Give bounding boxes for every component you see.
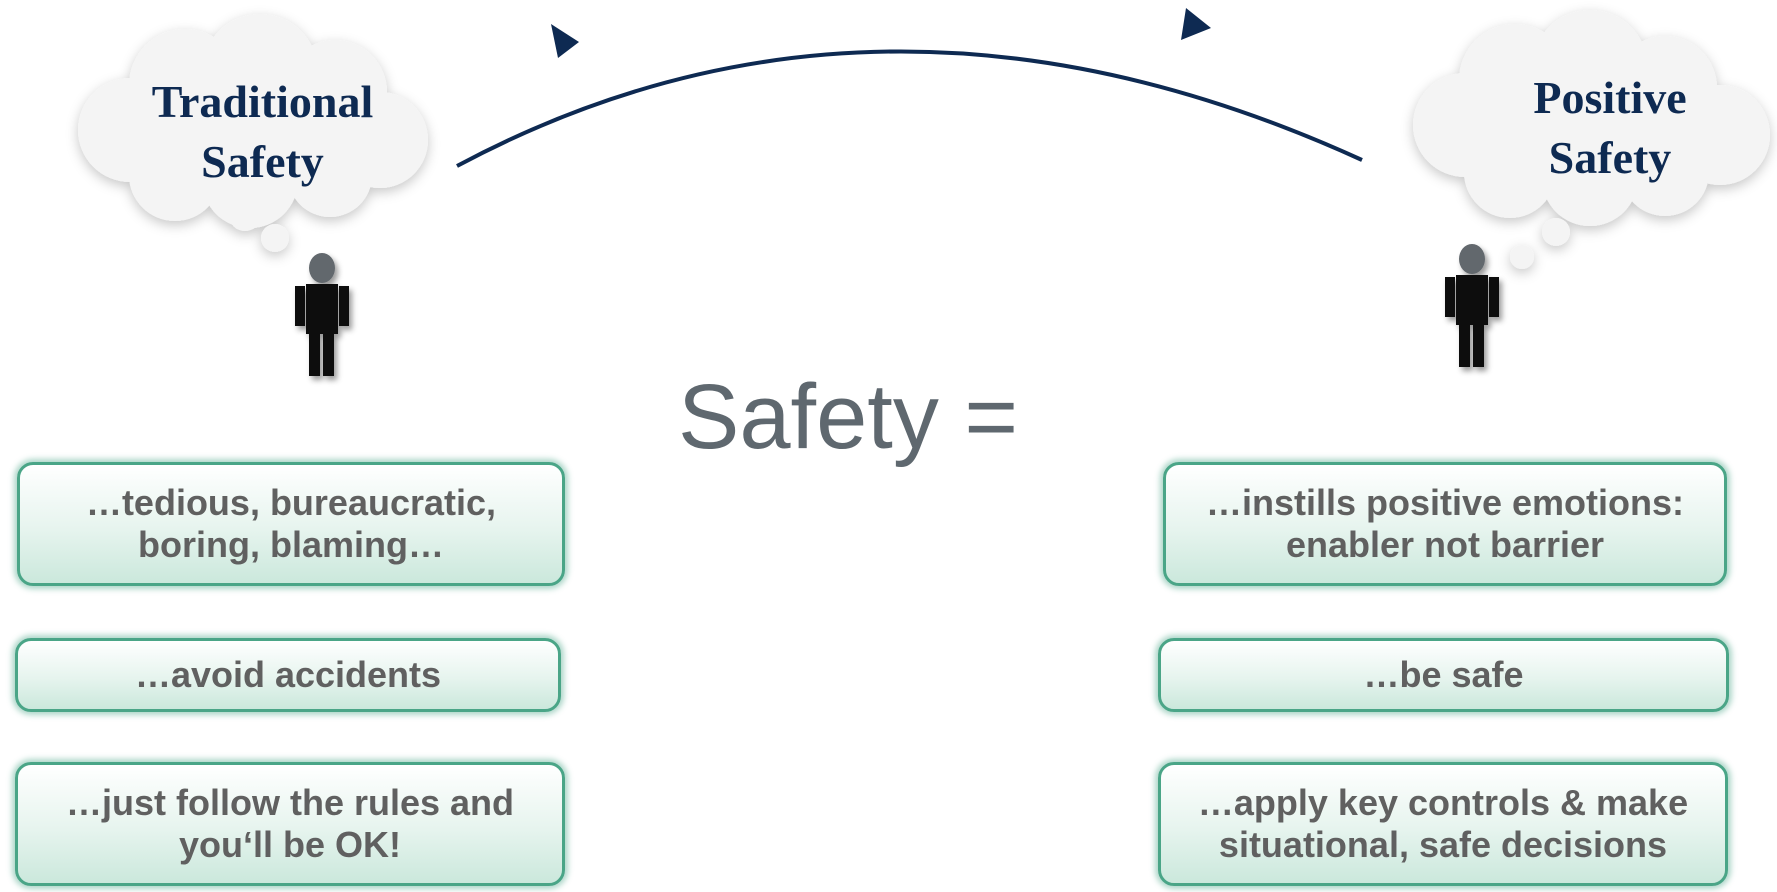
right-box-2-line1: …be safe bbox=[1363, 654, 1524, 695]
left-thought-cloud-icon bbox=[78, 14, 428, 252]
right-arrowhead-icon bbox=[1181, 8, 1211, 40]
right-box-2: …be safe bbox=[1158, 638, 1729, 712]
right-box-3-line1: …apply key controls & make bbox=[1197, 782, 1689, 823]
left-box-2: …avoid accidents bbox=[15, 638, 561, 712]
right-thought-cloud-icon bbox=[1413, 10, 1770, 269]
right-thought-line1: Positive bbox=[1533, 72, 1687, 123]
left-thought-line1: Traditional bbox=[151, 76, 374, 127]
left-box-1: …tedious, bureaucratic, boring, blaming… bbox=[17, 462, 565, 586]
curved-arrow-icon bbox=[456, 49, 1363, 168]
right-box-1: …instills positive emotions: enabler not… bbox=[1163, 462, 1727, 586]
left-thought-label: Traditional Safety bbox=[120, 72, 405, 192]
left-box-3-line1: …just follow the rules and bbox=[65, 782, 515, 823]
left-thought-line2: Safety bbox=[201, 136, 324, 187]
left-box-3-line2: you‘ll be OK! bbox=[178, 824, 401, 865]
right-thought-label: Positive Safety bbox=[1470, 68, 1750, 188]
left-person-icon bbox=[295, 253, 349, 376]
right-person-icon bbox=[1445, 244, 1499, 367]
left-box-1-line1: …tedious, bureaucratic, bbox=[85, 482, 497, 523]
right-box-1-line1: …instills positive emotions: bbox=[1205, 482, 1685, 523]
right-box-3: …apply key controls & make situational, … bbox=[1158, 762, 1728, 886]
right-box-3-line2: situational, safe decisions bbox=[1218, 824, 1668, 865]
right-box-1-line2: enabler not barrier bbox=[1285, 524, 1605, 565]
left-box-2-line1: …avoid accidents bbox=[134, 654, 442, 695]
left-arrowhead-icon bbox=[551, 24, 579, 58]
center-label: Safety = bbox=[678, 366, 1019, 468]
left-box-1-line2: boring, blaming… bbox=[138, 524, 444, 565]
right-thought-line2: Safety bbox=[1548, 132, 1672, 183]
left-box-3: …just follow the rules and you‘ll be OK! bbox=[15, 762, 565, 886]
